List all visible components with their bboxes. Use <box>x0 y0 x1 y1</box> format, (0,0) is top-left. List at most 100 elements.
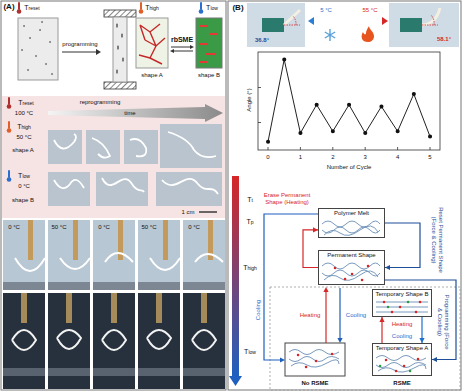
flame-icon <box>362 26 374 42</box>
scale-bar <box>199 211 217 212</box>
flat-sheet <box>18 18 58 80</box>
connector-line <box>303 230 318 268</box>
crosslinks <box>298 354 332 367</box>
edge-label: Cooling <box>392 333 412 340</box>
figure-label: Thigh <box>17 123 31 131</box>
wooden-sticks <box>24 293 204 323</box>
figure-label: 2 <box>331 154 334 161</box>
shape-a-picture <box>136 18 168 68</box>
photo <box>48 130 82 164</box>
platforms <box>3 368 225 376</box>
arrow-head <box>385 265 390 270</box>
figure-label: shape B <box>198 72 220 79</box>
figure-label: 50 °C <box>16 134 31 141</box>
figure-label: 50 °C <box>141 224 156 231</box>
figure-label: shape A <box>12 147 34 154</box>
process-box: Polymer Melt <box>318 208 385 238</box>
stretched-strip <box>113 17 127 82</box>
arrow-head <box>170 45 194 53</box>
figure-label: 0 °C <box>188 224 200 231</box>
shape-b-picture <box>196 18 222 68</box>
figure-label: Thigh <box>145 4 159 12</box>
figure-label: 1 cm <box>181 209 194 216</box>
photo <box>48 220 90 290</box>
figure-label: 0 °C <box>8 224 20 231</box>
thermometer-icon <box>17 2 22 14</box>
cooling-arrow <box>264 214 318 360</box>
thermometer-icon <box>7 170 12 182</box>
chart-frame <box>258 52 440 150</box>
thermometer-icon <box>7 97 12 109</box>
figure-label: Angle (°) <box>246 88 253 111</box>
strip-dots <box>117 24 123 73</box>
clamp <box>400 18 422 32</box>
photo <box>3 220 45 290</box>
arrow-head <box>96 49 101 55</box>
data-line <box>268 60 430 142</box>
figure-label: 55 °C <box>362 7 377 14</box>
polymer-chains <box>376 356 426 373</box>
figure-label: Treset <box>24 4 39 12</box>
thermometer-icon <box>7 121 12 133</box>
figure-label: 50 °C <box>51 224 66 231</box>
edge-label: Programming (Force & Cooling) <box>436 292 450 352</box>
crosslinks <box>335 266 368 280</box>
edge-label: Erase Permanent Shape (Heating) <box>259 192 315 206</box>
clamp <box>262 18 284 32</box>
bent-strip <box>422 8 440 25</box>
edge-label: Heating <box>392 321 413 328</box>
edge-label: Reset Permanent Shape (Force & Cooling) <box>430 204 444 276</box>
photo <box>389 3 459 47</box>
polymer-chains <box>322 221 380 235</box>
connector <box>385 223 420 270</box>
strip-curves <box>54 132 218 194</box>
figure-label: Treset <box>18 99 33 107</box>
cooling-arrow <box>339 288 340 338</box>
strip-curves <box>15 253 223 271</box>
process-box: Temporary Shape B <box>372 289 432 317</box>
programming-arrow <box>62 51 96 52</box>
time-arrow <box>48 104 223 122</box>
figure-label: Heating <box>300 312 321 319</box>
arrow-head <box>229 376 242 386</box>
snowflake-icon <box>325 29 335 41</box>
figure-label: Tlow <box>18 172 30 180</box>
platforms <box>3 282 225 290</box>
box-text: Temporary Shape B <box>373 290 431 298</box>
arrow-head <box>382 17 388 25</box>
figure-label: Tlow <box>206 4 218 12</box>
photo <box>96 172 148 206</box>
figure-label: programming <box>62 41 97 48</box>
temperature-bar <box>232 176 239 376</box>
figure-label: 0 °C <box>98 224 110 231</box>
figure-label: No RSME <box>302 380 329 387</box>
thermometer-icon <box>139 2 144 14</box>
figure-label: shape B <box>12 197 34 204</box>
bent-strip <box>284 10 300 25</box>
panel-frame <box>228 1 461 390</box>
figure-label: time <box>124 110 135 117</box>
process-box: Permanent Shape <box>318 250 385 285</box>
angle-arc <box>422 15 438 25</box>
figure-label: Cooling <box>346 312 366 319</box>
polymer-chains <box>322 263 380 280</box>
temperature-arrow <box>312 20 384 23</box>
clamp <box>104 82 136 89</box>
connector <box>303 227 318 267</box>
axis-ticks <box>258 88 430 151</box>
crosslinks <box>380 366 410 371</box>
figure-label: reprogramming <box>80 99 121 106</box>
data-points <box>268 60 430 142</box>
arrow-head <box>280 357 285 362</box>
arrow-head <box>323 287 328 292</box>
crosslinks <box>386 359 418 371</box>
photo <box>247 3 305 47</box>
arrow-head <box>432 357 437 362</box>
figure-label: shape A <box>141 72 163 79</box>
reprogramming-band <box>2 96 225 218</box>
network-dashes <box>199 26 218 62</box>
box-text: Permanent Shape <box>319 251 384 259</box>
figure-label: 58.1° <box>437 36 451 43</box>
polymer-chains <box>376 302 428 312</box>
